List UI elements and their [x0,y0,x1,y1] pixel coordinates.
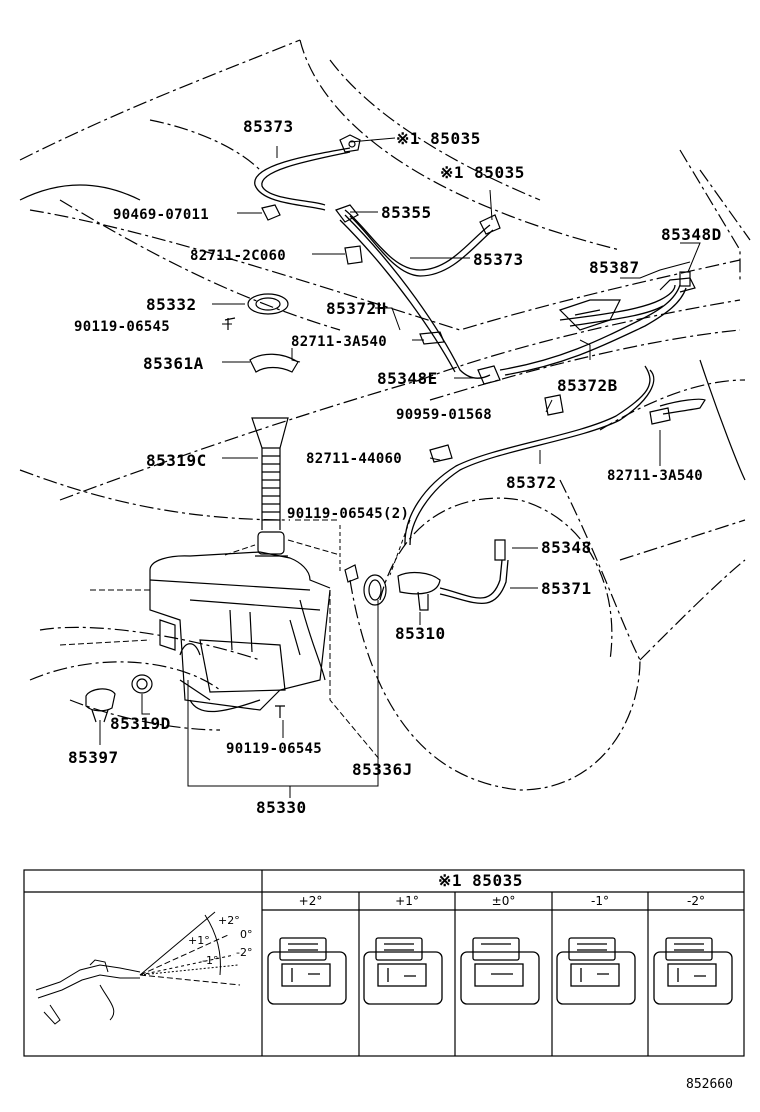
label-85373-top: 85373 [243,117,294,136]
label-82711-3a540-a: 82711-3A540 [291,334,388,350]
body-outline [19,39,751,791]
col-header-zero: ±0° [491,894,516,908]
label-82711-2c060: 82711-2C060 [190,248,287,264]
label-90469-07011: 90469-07011 [113,207,210,223]
label-90119-06545-c: 90119-06545 [226,741,323,757]
nozzle-angle-sketch [35,911,241,1025]
body-outline-solid [19,184,746,481]
washer-tank [149,551,331,711]
angle-label-plus2: +2° [218,914,240,927]
label-85035-a: ※1 85035 [396,129,481,148]
label-85348: 85348 [541,538,592,557]
reference-number: 852660 [686,1077,733,1092]
clips [224,134,706,718]
label-85330: 85330 [256,798,307,817]
washer-pump [85,674,153,723]
angle-label-minus2: -2° [236,946,253,959]
label-85348e: 85348E [377,369,438,388]
table-title: ※1 85035 [438,871,523,890]
col-header-plus1: +1° [395,894,419,908]
label-85361a: 85361A [143,354,204,373]
angle-table [23,869,745,1057]
label-85319c: 85319C [146,451,207,470]
label-85372b: 85372B [557,376,618,395]
label-85035-b: ※1 85035 [440,163,525,182]
label-85373-mid: 85373 [473,250,524,269]
label-85372h: 85372H [326,299,387,318]
washer-nozzle [558,271,696,331]
label-85397: 85397 [68,748,119,767]
hoses [189,147,687,713]
label-85332: 85332 [146,295,197,314]
label-85372: 85372 [506,473,557,492]
angle-label-zero: 0° [240,928,253,941]
col-header-plus2: +2° [298,894,323,908]
angle-label-minus1: -1° [202,954,219,967]
label-85387: 85387 [589,258,640,277]
filler-neck [251,417,289,557]
label-85310: 85310 [395,624,446,643]
leader-lines [59,137,701,798]
label-85319d: 85319D [110,714,171,733]
label-82711-3a540-b: 82711-3A540 [607,468,704,484]
label-85348d: 85348D [661,225,722,244]
label-85371: 85371 [541,579,592,598]
nozzle-icons [267,937,733,1005]
label-90119-06545-2: 90119-06545(2) [287,506,410,522]
col-header-minus1: -1° [591,894,609,908]
label-85336j: 85336J [352,760,413,779]
angle-label-plus1: +1° [188,934,210,947]
label-82711-44060: 82711-44060 [306,451,403,467]
label-85355: 85355 [381,203,432,222]
col-header-minus2: -2° [687,894,705,908]
label-90119-06545-a: 90119-06545 [74,319,171,335]
label-90959-01568: 90959-01568 [396,407,493,423]
